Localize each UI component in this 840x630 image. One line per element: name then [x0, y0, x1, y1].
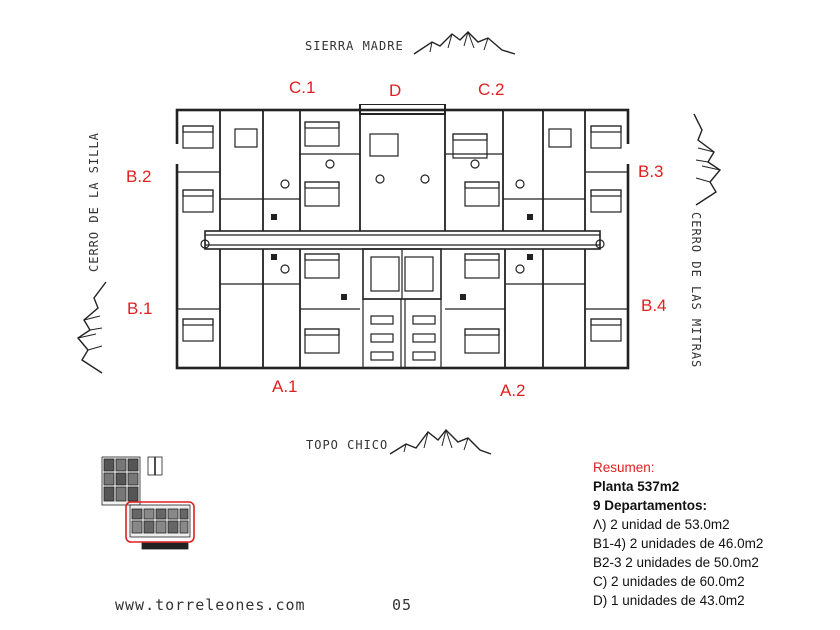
summary-title: Resumen:	[593, 460, 655, 475]
floor-plan	[175, 104, 630, 370]
summary-floor-area: Planta 537m2	[593, 479, 680, 494]
summary-item: C) 2 unidades de 60.0m2	[593, 574, 745, 589]
unit-label-c1: C.1	[289, 78, 316, 97]
unit-label-a1: A.1	[272, 377, 298, 396]
summary-item: B2-3 2 unidades de 50.0m2	[593, 555, 759, 570]
south-label: TOPO CHICO	[306, 438, 389, 452]
unit-label-c2: C.2	[478, 80, 505, 99]
summary-item: Λ) 2 unidad de 53.0m2	[593, 517, 730, 532]
summary-department-count: 9 Departamentos:	[593, 498, 708, 513]
website-url: www.torreleones.com	[115, 596, 306, 614]
page-number: 05	[392, 596, 413, 614]
unit-label-a2: A.2	[500, 381, 526, 400]
summary-item: B1-4) 2 unidades de 46.0m2	[593, 536, 764, 551]
unit-label-b3: B.3	[638, 162, 664, 181]
unit-label-b1: B.1	[127, 299, 153, 318]
mountain-icon	[693, 113, 722, 206]
north-label: SIERRA MADRE	[305, 39, 404, 53]
unit-label-b2: B.2	[126, 167, 152, 186]
mountain-icon	[76, 281, 107, 374]
key-plan	[101, 456, 195, 550]
east-label: CERRO DE LAS MITRAS	[689, 212, 703, 369]
west-label: CERRO DE LA SILLA	[87, 132, 101, 272]
mountain-icon	[413, 31, 516, 55]
unit-label-d: D	[389, 81, 402, 100]
summary-item: D) 1 unidades de 43.0m2	[593, 593, 745, 608]
mountain-icon	[389, 428, 492, 455]
summary: Resumen: Planta 537m2 9 Departamentos: Λ…	[593, 458, 833, 610]
unit-label-b4: B.4	[641, 296, 667, 315]
